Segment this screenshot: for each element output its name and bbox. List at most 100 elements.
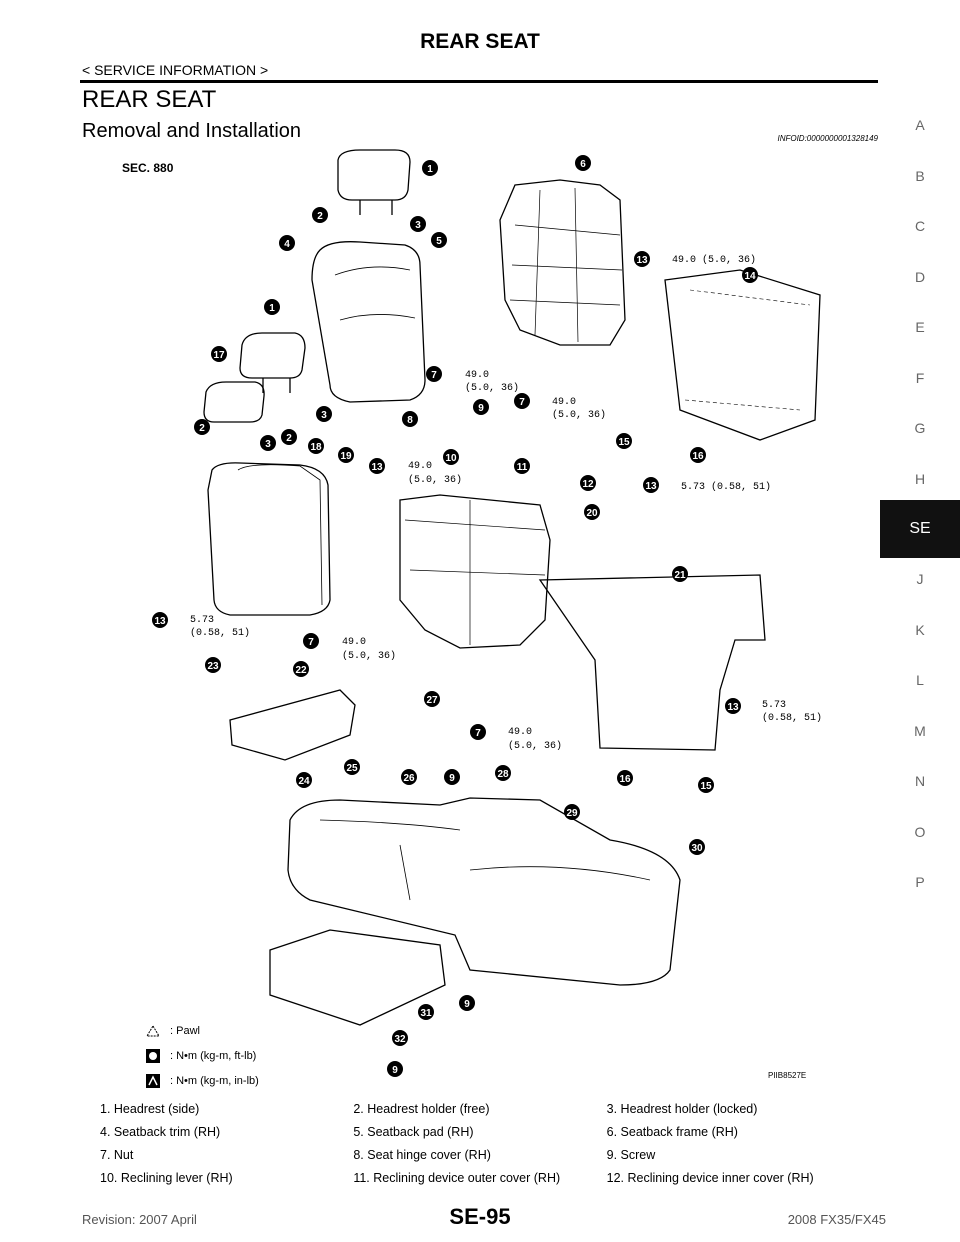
callout-16b: 16 [617,770,633,786]
callout-13d: 13 [152,612,168,628]
torque-label: 49.0 [408,461,432,472]
tab-c[interactable]: C [914,218,926,235]
svg-text:11: 11 [517,462,528,473]
torque-label: (5.0, 36) [408,474,462,486]
legend-row-pawl: : Pawl [142,1018,259,1043]
tab-a[interactable]: A [915,117,925,134]
list-item: 1. Headrest (side) 2. Headrest holder (f… [100,1101,758,1116]
svg-text:15: 15 [700,781,712,792]
svg-text:30: 30 [691,843,703,854]
callout-23: 23 [205,657,221,673]
tab-b[interactable]: B [915,167,925,184]
svg-text:3: 3 [321,410,327,421]
armrest [229,689,356,761]
headrest-top [337,149,411,201]
callout-13c: 13 [643,477,659,493]
seatback-trim-lower [207,462,331,616]
breadcrumb[interactable]: < SERVICE INFORMATION > [82,62,269,78]
callout-12: 12 [580,475,596,491]
svg-text:9: 9 [464,999,470,1010]
callout-24: 24 [296,772,312,788]
callout-19: 19 [338,447,354,463]
svg-text:26: 26 [403,773,415,784]
callout-9b: 9 [444,769,460,785]
torque-label: 5.73 (0.58, 51) [681,481,771,493]
legend-row-torque-in: : N•m (kg-m, in-lb) [142,1068,259,1093]
callout-10: 10 [443,449,459,465]
callout-7b: 7 [514,393,530,409]
tab-h[interactable]: H [914,470,926,487]
callout-29: 29 [564,804,580,820]
callout-7d: 7 [470,724,486,740]
callout-1: 1 [422,160,438,176]
callout-22: 22 [293,661,309,677]
callout-2: 2 [312,207,328,223]
svg-text:2: 2 [199,423,205,434]
tab-k[interactable]: K [915,621,925,638]
callout-6: 6 [575,155,591,171]
callout-20: 20 [584,504,600,520]
svg-text:10: 10 [445,453,457,464]
callout-11: 11 [514,458,530,474]
tab-d[interactable]: D [914,268,926,285]
tab-se[interactable]: SE [880,500,960,558]
tab-n[interactable]: N [914,773,926,790]
callout-13a: 13 [634,251,650,267]
svg-text:5: 5 [436,236,442,247]
svg-text:27: 27 [426,695,438,706]
svg-text:17: 17 [213,350,225,361]
svg-text:14: 14 [744,271,756,282]
svg-text:7: 7 [308,637,314,648]
model-text: 2008 FX35/FX45 [787,1212,886,1227]
callout-9a: 9 [473,399,489,415]
svg-text:9: 9 [392,1065,398,1076]
torque-label: (5.0, 36) [508,740,562,752]
svg-text:13: 13 [371,462,383,473]
cushion-bracket [269,929,446,1026]
svg-text:6: 6 [580,159,586,170]
svg-text:16: 16 [619,774,631,785]
callout-31: 31 [418,1004,434,1020]
header-rule [80,80,878,83]
torque-label: 49.0 [342,637,366,648]
torque-label: 49.0 [552,397,576,408]
section-title: REAR SEAT [82,86,217,113]
tab-o[interactable]: O [914,823,926,840]
legend: : Pawl : N•m (kg-m, ft-lb) : N•m (kg-m, … [142,1018,259,1093]
svg-text:2: 2 [286,433,292,444]
callout-13b: 13 [369,458,385,474]
headrest-side-2 [203,381,265,423]
svg-text:13: 13 [154,616,166,627]
tab-l[interactable]: L [916,672,924,689]
svg-text:1: 1 [269,303,275,314]
svg-text:3: 3 [415,220,421,231]
tab-f[interactable]: F [915,369,925,386]
svg-text:2: 2 [317,211,323,222]
callout-5: 5 [431,232,447,248]
svg-text:16: 16 [692,451,704,462]
tab-j[interactable]: J [916,571,924,588]
callout-1b: 1 [264,299,280,315]
svg-text:32: 32 [394,1034,406,1045]
svg-text:13: 13 [636,255,648,266]
svg-text:31: 31 [420,1008,432,1019]
revision-text: Revision: 2007 April [82,1212,197,1227]
info-id: INFOID:0000000001328149 [777,134,878,143]
page-number: SE-95 [449,1204,511,1229]
figure-code: PIIB8527E [768,1071,807,1080]
svg-text:15: 15 [618,437,630,448]
tab-e[interactable]: E [915,319,925,336]
svg-text:1: 1 [427,164,433,175]
legend-row-torque-ft: : N•m (kg-m, ft-lb) [142,1043,259,1068]
callout-8: 8 [402,411,418,427]
svg-text:13: 13 [727,702,739,713]
svg-text:8: 8 [407,415,413,426]
tab-g[interactable]: G [914,420,926,437]
torque-label: 5.73 [190,615,214,626]
section-index-tabs: A B C D E F G H SE J K L M N O P [880,100,960,908]
tab-m[interactable]: M [914,722,926,739]
svg-text:13: 13 [645,481,657,492]
tab-p[interactable]: P [915,874,925,891]
torque-ft-lb-icon [142,1048,164,1064]
seatback-back-panel [538,574,766,751]
